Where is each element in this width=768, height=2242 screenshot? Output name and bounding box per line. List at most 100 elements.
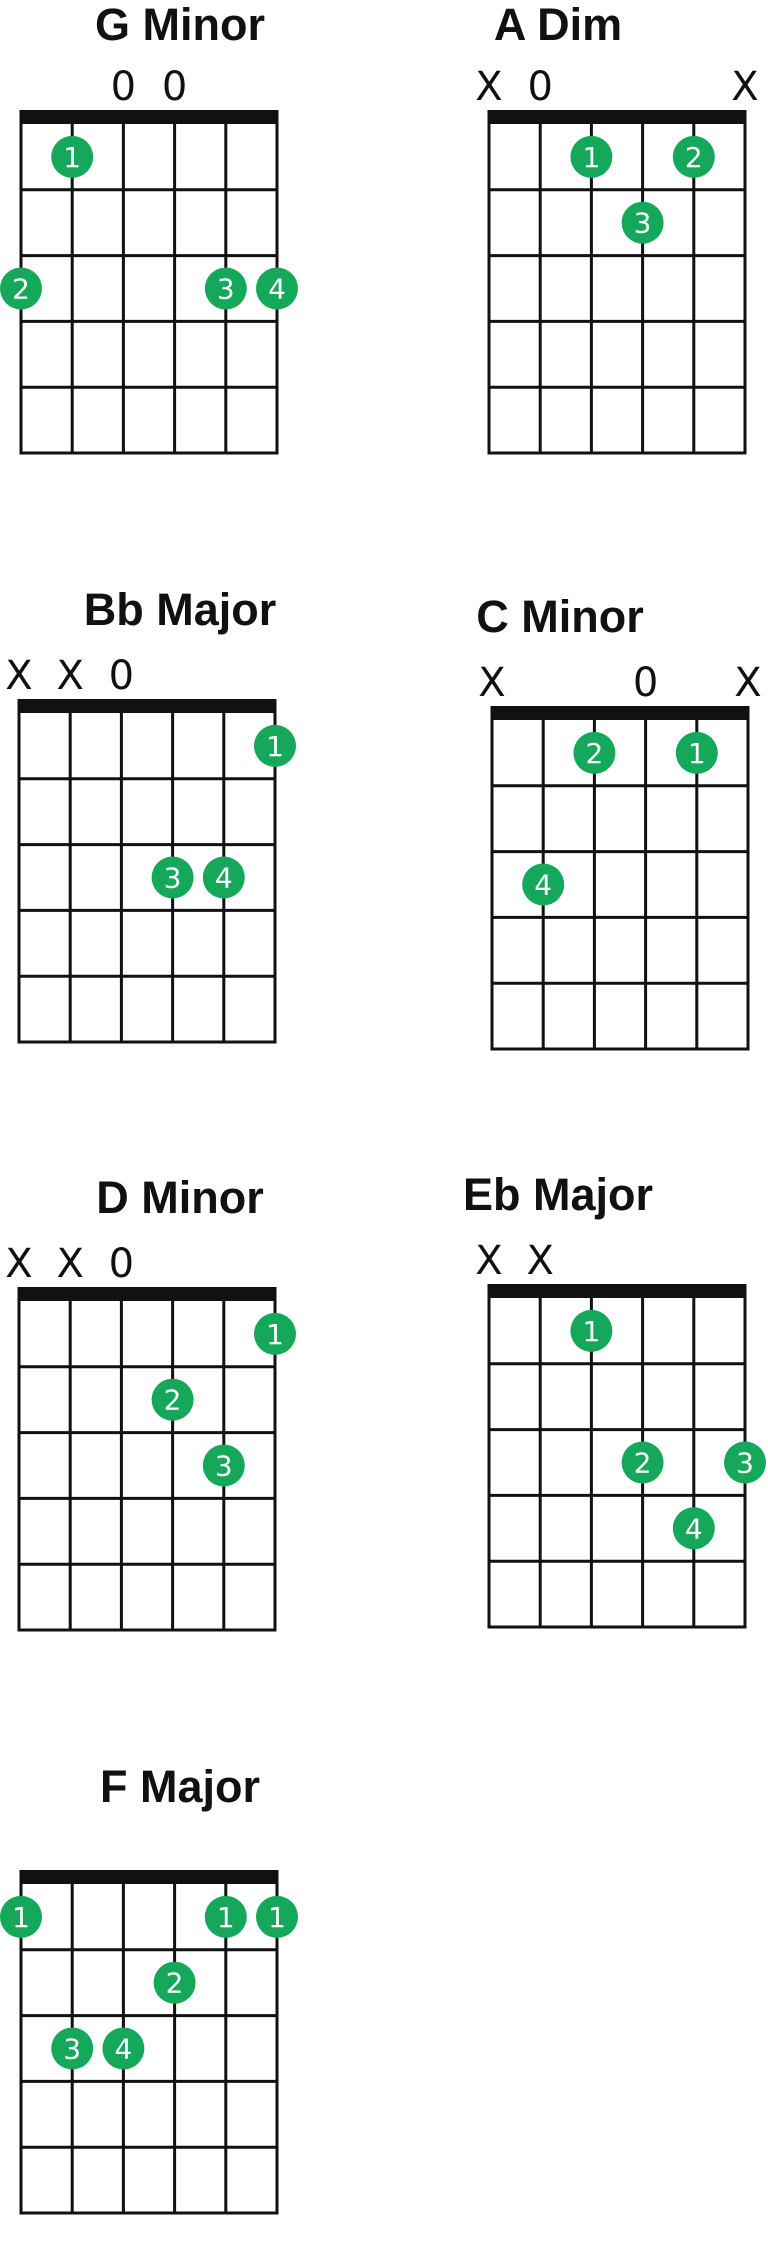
finger-dot-circle	[204, 1895, 247, 1938]
finger-dot: 2	[153, 1961, 196, 2004]
finger-number: 1	[217, 1901, 235, 1934]
muted-string-marker: X	[56, 653, 83, 699]
finger-dot: 3	[204, 267, 247, 310]
chord-title: Bb Major	[83, 584, 277, 635]
finger-dot: 1	[256, 1895, 298, 1938]
finger-dot-circle	[151, 1378, 194, 1421]
muted-string-marker: X	[475, 64, 502, 110]
nut	[19, 110, 279, 124]
finger-number: 1	[266, 730, 284, 763]
finger-dot: 1	[254, 1312, 296, 1355]
finger-dot: 2	[621, 1441, 664, 1484]
open-string-marker: 0	[527, 64, 552, 110]
finger-number: 2	[685, 141, 703, 174]
finger-number: 3	[736, 1447, 754, 1480]
muted-string-marker: X	[475, 1238, 502, 1284]
finger-number: 1	[63, 141, 81, 174]
finger-number: 2	[12, 273, 30, 306]
finger-dot: 3	[51, 2027, 94, 2070]
finger-number: 2	[166, 1967, 184, 2000]
finger-dot-circle	[621, 1441, 664, 1484]
finger-number: 3	[634, 207, 652, 240]
finger-number: 3	[164, 862, 182, 895]
nut	[17, 699, 277, 713]
finger-dot: 1	[675, 731, 718, 774]
nut	[487, 1284, 747, 1298]
finger-dot: 3	[621, 201, 664, 244]
finger-dot: 1	[204, 1895, 247, 1938]
finger-dot: 2	[672, 135, 715, 178]
nut	[19, 1870, 279, 1884]
finger-number: 1	[582, 1315, 600, 1348]
finger-dot: 4	[202, 856, 245, 899]
finger-dot: 1	[51, 135, 94, 178]
open-string-marker: 0	[162, 64, 187, 110]
finger-number: 4	[685, 1512, 703, 1545]
muted-string-marker: X	[56, 1241, 83, 1287]
finger-number: 1	[266, 1318, 284, 1351]
finger-dot-circle	[256, 1895, 298, 1938]
open-string-marker: 0	[111, 64, 136, 110]
muted-string-marker: X	[734, 660, 761, 706]
finger-number: 1	[12, 1901, 30, 1934]
nut	[487, 110, 747, 124]
finger-dot-circle	[51, 2027, 94, 2070]
finger-number: 4	[534, 869, 552, 902]
chord-title: A Dim	[493, 0, 623, 50]
finger-dot: 3	[202, 1444, 245, 1487]
muted-string-marker: X	[5, 653, 32, 699]
finger-dot: 1	[0, 1895, 42, 1938]
finger-number: 2	[585, 737, 603, 770]
open-string-marker: 0	[109, 653, 134, 699]
finger-dot: 1	[570, 135, 613, 178]
finger-dot-circle	[522, 863, 565, 906]
finger-dot-circle	[254, 1312, 296, 1355]
finger-dot-circle	[675, 731, 718, 774]
finger-dot: 1	[570, 1309, 613, 1352]
finger-dot-circle	[0, 1895, 42, 1938]
finger-dot-circle	[672, 135, 715, 178]
finger-number: 3	[215, 1450, 233, 1483]
finger-number: 4	[114, 2033, 132, 2066]
finger-dot-circle	[254, 724, 296, 767]
finger-dot-circle	[202, 856, 245, 899]
muted-string-marker: X	[526, 1238, 553, 1284]
finger-dot: 4	[256, 267, 298, 310]
open-string-marker: 0	[109, 1241, 134, 1287]
finger-dot-circle	[570, 135, 613, 178]
chord-title: D Minor	[96, 1172, 264, 1223]
finger-dot: 3	[151, 856, 194, 899]
muted-string-marker: X	[5, 1241, 32, 1287]
finger-dot: 4	[522, 863, 565, 906]
finger-dot: 2	[0, 267, 42, 310]
finger-dot-circle	[102, 2027, 145, 2070]
finger-dot-circle	[204, 267, 247, 310]
chord-title: Eb Major	[462, 1169, 654, 1220]
finger-dot-circle	[202, 1444, 245, 1487]
finger-number: 4	[268, 273, 286, 306]
finger-number: 1	[688, 737, 706, 770]
finger-number: 2	[634, 1447, 652, 1480]
finger-dot: 4	[102, 2027, 145, 2070]
nut	[490, 706, 750, 720]
finger-dot-circle	[724, 1441, 766, 1484]
chord-title: C Minor	[476, 591, 644, 642]
finger-dot: 4	[672, 1507, 715, 1550]
finger-number: 3	[63, 2033, 81, 2066]
chord-title: G Minor	[95, 0, 265, 50]
finger-number: 1	[268, 1901, 286, 1934]
finger-dot-circle	[151, 856, 194, 899]
finger-dot: 2	[151, 1378, 194, 1421]
